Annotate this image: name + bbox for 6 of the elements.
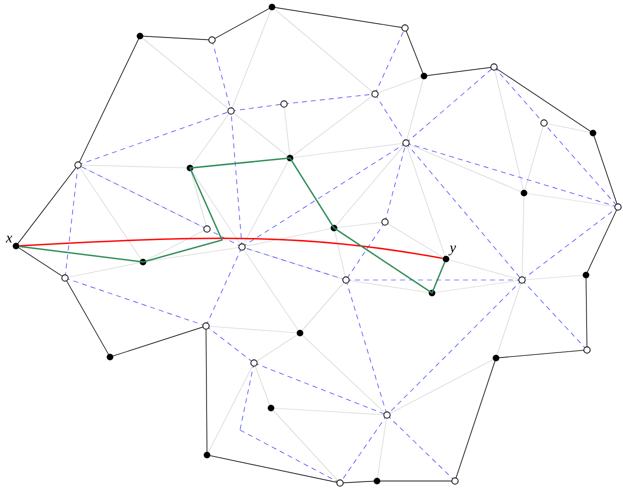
- labeled-vertex: x: [6, 236, 20, 250]
- labeled-vertex: y: [442, 246, 456, 262]
- path-line: [19, 157, 446, 294]
- path-line: [19, 238, 443, 260]
- node-label: y: [448, 246, 456, 256]
- node-label: x: [6, 236, 12, 242]
